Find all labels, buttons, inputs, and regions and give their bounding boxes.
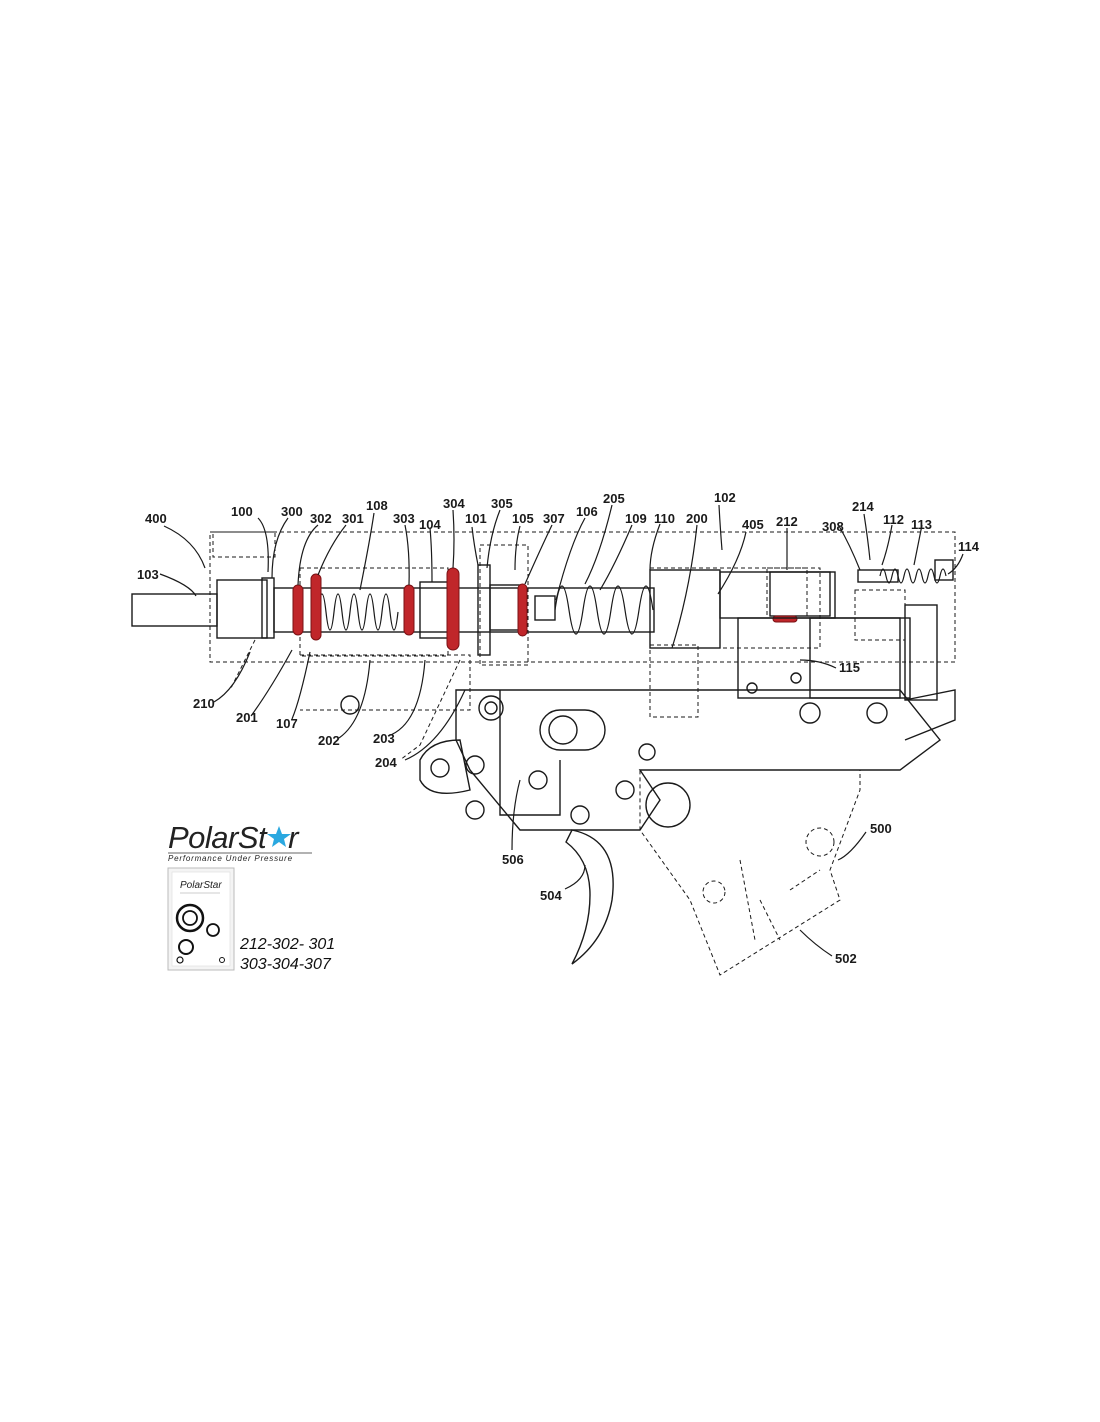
callout-205: 205 bbox=[603, 491, 625, 506]
oring-301 bbox=[310, 573, 322, 641]
callout-112: 112 bbox=[883, 512, 904, 527]
callout-104: 104 bbox=[419, 517, 441, 532]
callout-202: 202 bbox=[318, 733, 340, 748]
callout-308: 308 bbox=[822, 519, 844, 534]
callout-210: 210 bbox=[193, 696, 215, 711]
package-label: PolarStar bbox=[180, 880, 222, 891]
callout-506: 506 bbox=[502, 852, 524, 867]
callout-304: 304 bbox=[443, 496, 465, 511]
bolt-assembly bbox=[131, 564, 836, 656]
callout-502: 502 bbox=[835, 951, 857, 966]
callout-504: 504 bbox=[540, 888, 562, 903]
star-icon bbox=[267, 826, 291, 847]
oring-302 bbox=[292, 584, 304, 636]
callout-302: 302 bbox=[310, 511, 332, 526]
callout-100: 100 bbox=[231, 504, 253, 519]
callout-405: 405 bbox=[742, 517, 764, 532]
callout-301: 301 bbox=[342, 511, 364, 526]
grip-frame bbox=[340, 689, 941, 976]
oring-307 bbox=[517, 583, 528, 637]
breech-housing bbox=[209, 531, 956, 761]
callout-400: 400 bbox=[145, 511, 167, 526]
callout-107: 107 bbox=[276, 716, 298, 731]
callout-204: 204 bbox=[375, 755, 397, 770]
callout-305: 305 bbox=[491, 496, 513, 511]
callout-108: 108 bbox=[366, 498, 388, 513]
callout-102: 102 bbox=[714, 490, 736, 505]
leader-lines bbox=[159, 504, 964, 957]
brand-tagline: Performance Under Pressure bbox=[168, 854, 293, 863]
callout-103: 103 bbox=[137, 567, 159, 582]
callout-203: 203 bbox=[373, 731, 395, 746]
callout-110: 110 bbox=[654, 511, 675, 526]
oring-kit-numbers: 212-302- 301 303-304-307 bbox=[239, 936, 335, 973]
callout-105: 105 bbox=[512, 511, 534, 526]
callout-113: 113 bbox=[911, 517, 932, 532]
oring-212 bbox=[772, 615, 798, 623]
callout-114: 114 bbox=[958, 539, 980, 554]
callout-109: 109 bbox=[625, 511, 647, 526]
callout-500: 500 bbox=[870, 821, 892, 836]
kit-line-1: 212-302- 301 bbox=[239, 936, 335, 953]
callout-115: 115 bbox=[839, 660, 860, 675]
oring-303 bbox=[403, 584, 415, 636]
oring-304 bbox=[446, 567, 460, 651]
callout-307: 307 bbox=[543, 511, 565, 526]
oring-kit-package: PolarStar bbox=[167, 867, 235, 971]
callout-101: 101 bbox=[465, 511, 487, 526]
callout-300: 300 bbox=[281, 504, 303, 519]
callout-labels: 400 100 300 302 301 108 303 104 304 101 … bbox=[137, 490, 980, 966]
callout-106: 106 bbox=[576, 504, 598, 519]
callout-201: 201 bbox=[236, 710, 258, 725]
trigger bbox=[565, 829, 614, 965]
callout-214: 214 bbox=[852, 499, 874, 514]
callout-200: 200 bbox=[686, 511, 708, 526]
o-rings bbox=[292, 567, 798, 651]
callout-303: 303 bbox=[393, 511, 415, 526]
callout-212: 212 bbox=[776, 514, 798, 529]
kit-line-2: 303-304-307 bbox=[240, 956, 332, 973]
